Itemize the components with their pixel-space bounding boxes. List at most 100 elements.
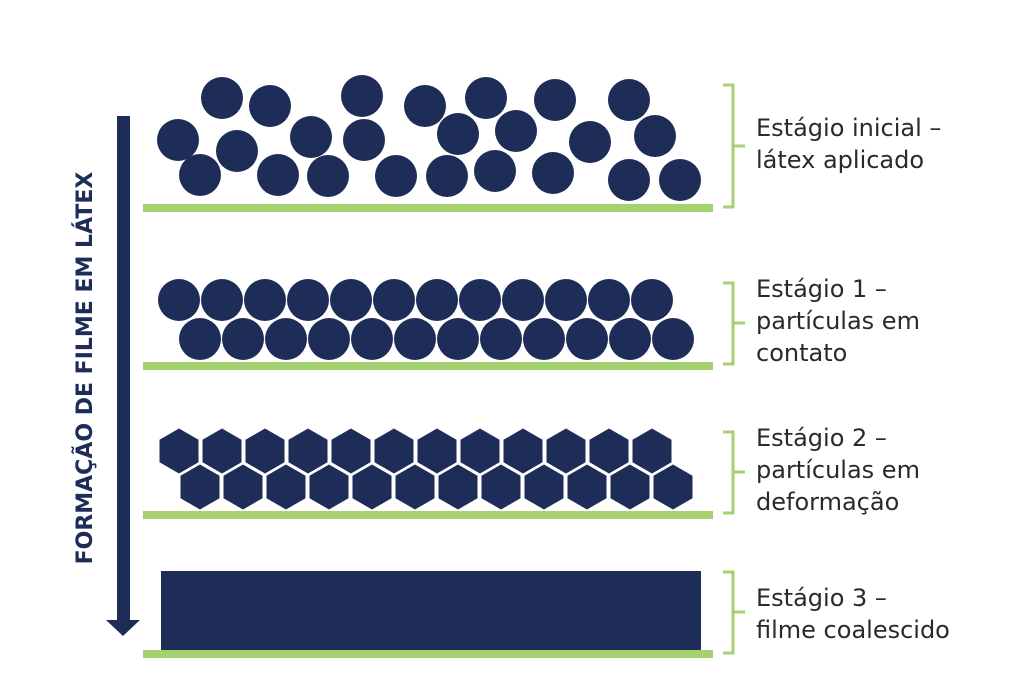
stage-label-line: Estágio 3 – xyxy=(756,584,887,612)
particle xyxy=(180,464,220,510)
particle xyxy=(223,464,263,510)
particle xyxy=(609,318,651,360)
stage-label-line: contato xyxy=(756,339,848,367)
stage-label-line: partículas em xyxy=(756,307,920,335)
particle xyxy=(632,428,672,474)
particle xyxy=(495,110,537,152)
particles-stage-2 xyxy=(159,428,693,510)
base-line-stage-3 xyxy=(143,650,713,658)
particle xyxy=(608,79,650,121)
particle xyxy=(524,464,564,510)
particle xyxy=(634,115,676,157)
particle xyxy=(546,428,586,474)
particle xyxy=(481,464,521,510)
particle xyxy=(257,154,299,196)
particle xyxy=(201,77,243,119)
particle xyxy=(631,279,673,321)
base-lines xyxy=(143,204,713,658)
particle xyxy=(216,130,258,172)
particle xyxy=(179,318,221,360)
stage-label-line: deformação xyxy=(756,488,900,516)
particle xyxy=(245,428,285,474)
particle xyxy=(502,279,544,321)
particle xyxy=(534,79,576,121)
particle xyxy=(395,464,435,510)
particle xyxy=(331,428,371,474)
particle xyxy=(351,318,393,360)
axis-label: FORMAÇÃO DE FILME EM LÁTEX xyxy=(72,172,98,565)
particle xyxy=(417,428,457,474)
particle xyxy=(652,318,694,360)
particle xyxy=(265,318,307,360)
particle xyxy=(459,279,501,321)
stage-label-line: látex aplicado xyxy=(756,146,925,174)
particle xyxy=(375,155,417,197)
particle xyxy=(545,279,587,321)
particle xyxy=(307,155,349,197)
particle xyxy=(465,77,507,119)
particle xyxy=(437,113,479,155)
base-line-stage-2 xyxy=(143,511,713,519)
particle xyxy=(566,318,608,360)
particle xyxy=(158,279,200,321)
particle xyxy=(426,155,468,197)
particle xyxy=(249,85,291,127)
particle xyxy=(532,152,574,194)
stage-label-stage-2: Estágio 2 – partículas em deformação xyxy=(756,422,920,518)
particle xyxy=(244,279,286,321)
bracket-stage-2 xyxy=(723,430,745,515)
particle xyxy=(352,464,392,510)
stage-label-stage-1: Estágio 1 – partículas em contato xyxy=(756,273,920,369)
bracket-stage-1 xyxy=(723,281,745,366)
particle xyxy=(288,428,328,474)
process-arrow xyxy=(106,116,140,636)
particle xyxy=(343,119,385,161)
particle xyxy=(569,121,611,163)
particle xyxy=(308,318,350,360)
particle xyxy=(460,428,500,474)
stage-label-line: Estágio 2 – xyxy=(756,424,887,452)
particle xyxy=(659,159,701,201)
stage-label-line: Estágio 1 – xyxy=(756,275,887,303)
stage-label-stage-3: Estágio 3 – filme coalescido xyxy=(756,582,950,646)
bracket-initial xyxy=(723,83,745,209)
particles-stage-1 xyxy=(158,279,694,360)
particle xyxy=(404,85,446,127)
particle xyxy=(474,150,516,192)
particle xyxy=(159,428,199,474)
particle xyxy=(589,428,629,474)
particle xyxy=(588,279,630,321)
particle xyxy=(416,279,458,321)
particle xyxy=(567,464,607,510)
particle xyxy=(202,428,242,474)
stage-label-line: partículas em xyxy=(756,456,920,484)
bracket-stage-3 xyxy=(723,570,745,655)
particle xyxy=(201,279,243,321)
particle xyxy=(266,464,306,510)
particle xyxy=(503,428,543,474)
stage-label-line: Estágio inicial – xyxy=(756,114,942,142)
particle xyxy=(374,428,414,474)
particle xyxy=(222,318,264,360)
particle xyxy=(373,279,415,321)
particle xyxy=(608,159,650,201)
particle xyxy=(290,116,332,158)
particle xyxy=(179,154,221,196)
particle xyxy=(157,119,199,161)
particle xyxy=(287,279,329,321)
coalesced-film xyxy=(161,571,701,650)
particle xyxy=(523,318,565,360)
base-line-initial xyxy=(143,204,713,212)
stage-label-line: filme coalescido xyxy=(756,616,950,644)
particle xyxy=(438,464,478,510)
particle xyxy=(394,318,436,360)
base-line-stage-1 xyxy=(143,362,713,370)
particle xyxy=(309,464,349,510)
particle xyxy=(330,279,372,321)
particles-initial xyxy=(157,75,701,201)
particle xyxy=(437,318,479,360)
stage-label-initial: Estágio inicial – látex aplicado xyxy=(756,112,941,176)
stage-brackets xyxy=(723,83,745,655)
